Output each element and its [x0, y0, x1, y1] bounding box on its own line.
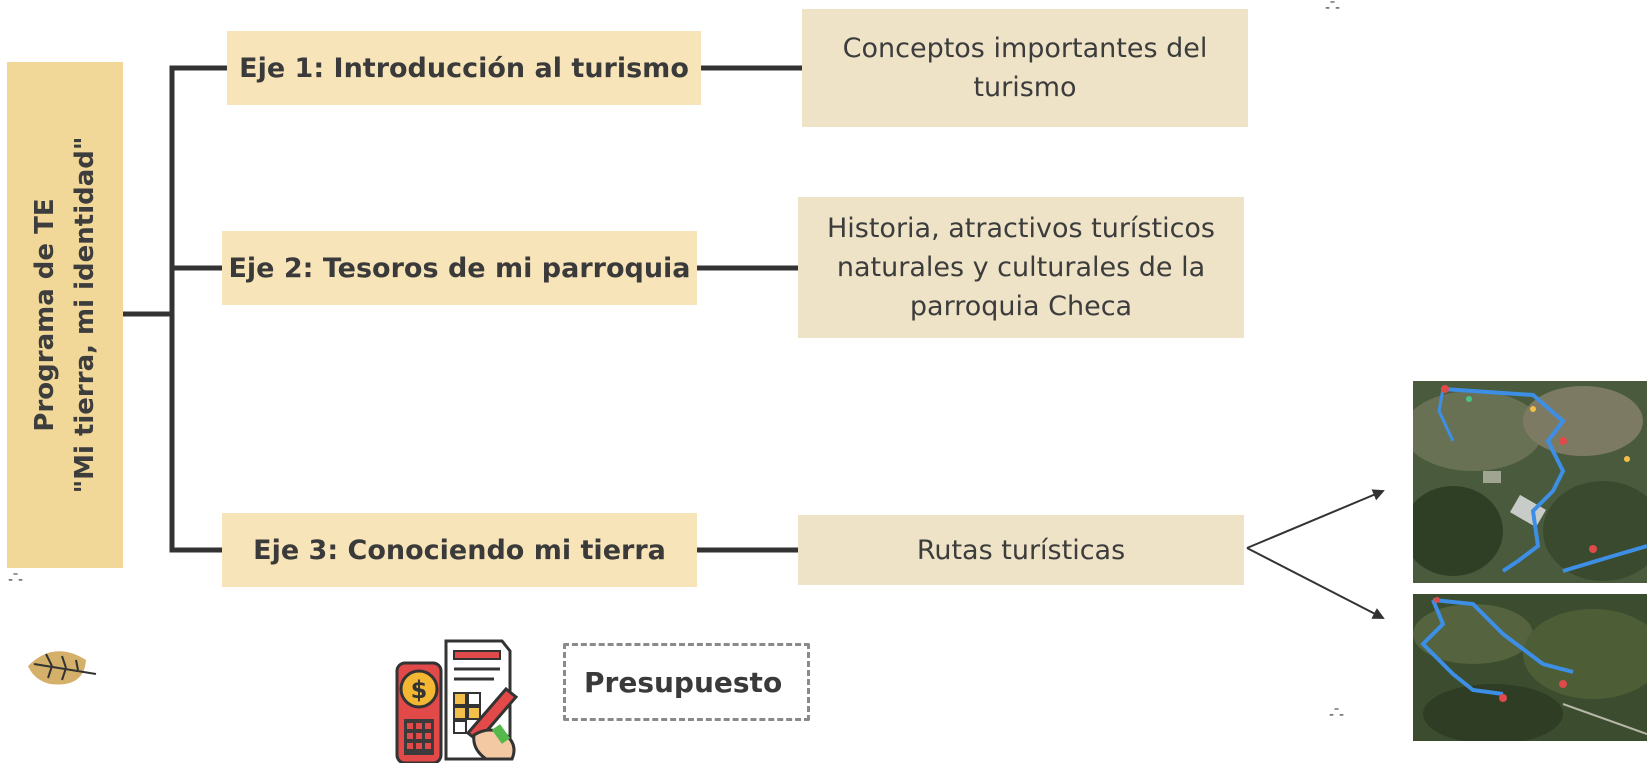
slide-mark: -ˉ- — [1325, 0, 1340, 16]
program-root-box: Programa de TE "Mi tierra, mi identidad" — [7, 62, 123, 568]
satellite-map-image — [1413, 381, 1647, 583]
leaf-icon — [28, 651, 97, 685]
satellite-route-map-2 — [1413, 594, 1647, 741]
eje-1-box: Eje 1: Introducción al turismo — [227, 31, 701, 105]
budget-calculator-icon: $ — [395, 639, 519, 763]
budget-box: Presupuesto — [563, 643, 810, 721]
program-title-line-1: Programa de TE — [30, 198, 60, 432]
slide-mark: -ˉ- — [1329, 707, 1344, 723]
svg-text:$: $ — [411, 676, 428, 704]
eje-2-box: Eje 2: Tesoros de mi parroquia — [222, 231, 697, 305]
satellite-map-image — [1413, 594, 1647, 741]
slide-mark: -ˉ- — [8, 572, 23, 588]
arrow-to-map-2 — [1246, 547, 1385, 619]
satellite-route-map-1 — [1413, 381, 1647, 583]
eje-3-detail-box: Rutas turísticas — [798, 515, 1244, 585]
eje-1-detail-box: Conceptos importantes del turismo — [802, 9, 1248, 127]
program-title-line-2: "Mi tierra, mi identidad" — [70, 136, 100, 494]
arrow-to-map-1 — [1246, 489, 1385, 549]
program-title: Programa de TE "Mi tierra, mi identidad" — [25, 137, 105, 494]
eje-3-box: Eje 3: Conociendo mi tierra — [222, 513, 697, 587]
eje-2-detail-box: Historia, atractivos turísticos naturale… — [798, 197, 1244, 338]
